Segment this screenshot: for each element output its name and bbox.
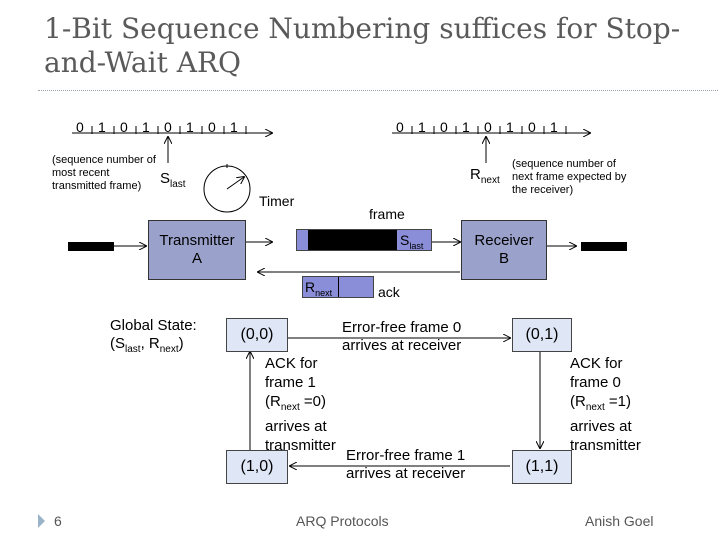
receiver-id: B xyxy=(498,250,509,267)
left-seq-digit: 0 xyxy=(120,119,128,135)
receiver-box: Receiver B xyxy=(461,220,547,280)
bottom-edge-label-line2: arrives at receiver xyxy=(346,465,466,482)
right-seq-digit: 0 xyxy=(528,119,536,135)
left-edge-label: ACK for frame 1 (Rnext =0) arrives at tr… xyxy=(265,355,336,454)
frame-s-last-field: Slast xyxy=(397,230,431,251)
ack-r-next-field: Rnext xyxy=(305,279,333,298)
state-1-1: (1,1) xyxy=(512,450,572,484)
ack-divider xyxy=(338,277,339,297)
output-line-block xyxy=(581,242,627,251)
right-seq-digit: 1 xyxy=(550,119,558,135)
left-seq-digit: 0 xyxy=(164,119,172,135)
title-divider xyxy=(38,90,718,91)
left-seq-digit: 1 xyxy=(186,119,194,135)
frame-label: frame xyxy=(369,206,405,222)
transmitter-box: Transmitter A xyxy=(148,220,246,280)
footer-center: ARQ Protocols xyxy=(296,513,389,529)
left-seq-digit: 1 xyxy=(98,119,106,135)
input-line-block xyxy=(68,242,114,251)
r-next-label: Rnext xyxy=(470,166,500,186)
right-sequence-note: (sequence number of next frame expected … xyxy=(512,158,627,196)
top-edge-label-line2: arrives at receiver xyxy=(342,337,462,354)
right-seq-digit: 1 xyxy=(418,119,426,135)
left-seq-digit: 0 xyxy=(76,119,84,135)
left-seq-digit: 0 xyxy=(208,119,216,135)
transmitter-id: A xyxy=(191,250,202,267)
slide-title: 1-Bit Sequence Numbering suffices for St… xyxy=(44,12,681,79)
state-1-0: (1,0) xyxy=(226,450,288,484)
bottom-edge-label-line1: Error-free frame 1 xyxy=(346,447,466,464)
frame-header xyxy=(297,230,308,250)
frame-packet: Slast xyxy=(296,229,432,251)
state-0-0: (0,0) xyxy=(226,318,288,352)
right-seq-digit: 1 xyxy=(462,119,470,135)
right-seq-digit: 1 xyxy=(506,119,514,135)
s-last-label: Slast xyxy=(160,170,186,190)
left-seq-digit: 1 xyxy=(230,119,238,135)
right-seq-digit: 0 xyxy=(484,119,492,135)
receiver-label: Receiver xyxy=(474,232,534,249)
right-seq-digit: 0 xyxy=(396,119,404,135)
timer-label: Timer xyxy=(259,193,295,209)
page-bullet-icon xyxy=(38,514,45,528)
top-edge-label-line1: Error-free frame 0 xyxy=(342,319,462,336)
right-edge-label: ACK for frame 0 (Rnext =1) arrives at tr… xyxy=(570,355,641,454)
footer-author: Anish Goel xyxy=(585,513,654,529)
transmitter-label: Transmitter xyxy=(159,232,235,249)
ack-label: ack xyxy=(378,284,400,300)
page-number: 6 xyxy=(54,513,62,529)
ack-packet: Rnext xyxy=(302,276,374,298)
global-state-tuple: (Slast, Rnext) xyxy=(110,335,184,355)
state-0-1: (0,1) xyxy=(512,318,572,352)
right-seq-digit: 0 xyxy=(440,119,448,135)
left-seq-digit: 1 xyxy=(142,119,150,135)
left-sequence-note: (sequence number of most recent transmit… xyxy=(52,154,156,192)
global-state-title: Global State: xyxy=(110,317,197,334)
